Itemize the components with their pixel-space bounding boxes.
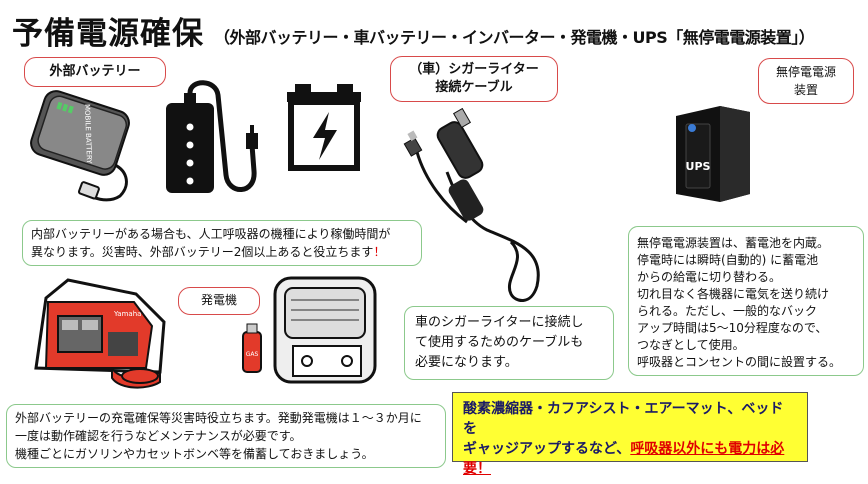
exclamation-mark: ！ xyxy=(373,245,386,259)
generator-image: Yamaha xyxy=(34,278,166,389)
page-subtitle: （外部バッテリー・車バッテリー・インバーター・発電機・UPS「無停電電源装置」） xyxy=(214,28,815,47)
ups-image: UPS xyxy=(676,106,750,202)
car-battery-icon xyxy=(287,84,361,171)
note-line: て使用するためのケーブルも xyxy=(415,335,584,350)
note-line: からの給電に切り替わる。 xyxy=(637,270,782,284)
callout-external-battery: 外部バッテリー xyxy=(24,57,166,87)
callout-label: 装置 xyxy=(793,83,818,97)
note-line: 呼吸器とコンセントの間に設置する。 xyxy=(637,355,842,369)
note-line: 停電時には瞬時(自動的) に蓄電池 xyxy=(637,253,819,267)
note-ups: 無停電電源装置は、蓄電池を内蔵。 停電時には瞬時(自動的) に蓄電池 からの給電… xyxy=(628,226,864,376)
callout-label: （車）シガーライター xyxy=(409,62,539,77)
note-line: 必要になります。 xyxy=(415,355,518,370)
inverter-generator-image: GAS xyxy=(242,276,377,384)
note-line: 外部バッテリーの充電確保等災害時役立ちます。発動発電機は１～３か月に xyxy=(15,411,422,425)
note-cigar-cable: 車のシガーライターに接続し て使用するためのケーブルも 必要になります。 xyxy=(404,306,614,380)
callout-label: 接続ケーブル xyxy=(435,80,513,95)
battery-brand-text: MOBILE BATTERY xyxy=(83,104,93,165)
callout-ups: 無停電電源 装置 xyxy=(758,58,854,104)
note-line: 無停電電源装置は、蓄電池を内蔵。 xyxy=(637,236,830,250)
note-line: 機種ごとにガソリンやカセットボンベ等を備蓄しておきましょう。 xyxy=(15,447,374,461)
highlight-line: 酸素濃縮器・カフアシスト・エアーマット、ベッドを xyxy=(463,401,784,437)
highlight-box: 酸素濃縮器・カフアシスト・エアーマット、ベッドを ギャッジアップするなど、呼吸器… xyxy=(452,392,808,477)
note-battery: 内部バッテリーがある場合も、人工呼吸器の機種により稼働時間が 異なります。災害時… xyxy=(22,220,422,266)
note-line: られる。ただし、一般的なバック xyxy=(637,304,818,318)
power-bank-icon xyxy=(166,80,258,193)
callout-generator: 発電機 xyxy=(178,287,260,315)
callout-cigar-cable: （車）シガーライター 接続ケーブル xyxy=(390,56,558,102)
note-text: 異なります。災害時、外部バッテリー2個以上あると役立ちます xyxy=(31,245,374,259)
highlight-text: ギャッジアップするなど、 xyxy=(463,441,631,457)
note-line: 一度は動作確認を行うなどメンテナンスが必要です。 xyxy=(15,429,302,443)
highlight-emphasis: 呼吸器以外にも電力は必要！ xyxy=(463,441,785,477)
callout-label: 無停電電源 xyxy=(775,65,836,79)
note-line: 車のシガーライターに接続し xyxy=(415,315,584,330)
note-line: つなぎとして使用。 xyxy=(637,338,745,352)
callout-label: 外部バッテリー xyxy=(49,64,141,79)
note-line: アップ時間は5～10分程度なので、 xyxy=(637,321,828,335)
ups-label-text: UPS xyxy=(686,160,711,173)
page-title: 予備電源確保 xyxy=(12,16,204,52)
note-line: 異なります。災害時、外部バッテリー2個以上あると役立ちます！ xyxy=(31,243,413,261)
mobile-battery-image: MOBILE BATTERY xyxy=(30,90,130,202)
highlight-line: ギャッジアップするなど、呼吸器以外にも電力は必要！ xyxy=(463,439,797,479)
cigar-cable-image xyxy=(403,107,540,302)
note-line: 切れ目なく各機器に電気を送り続け xyxy=(637,287,830,301)
callout-label: 発電機 xyxy=(200,293,237,307)
note-generator: 外部バッテリーの充電確保等災害時役立ちます。発動発電機は１～３か月に 一度は動作… xyxy=(6,404,446,468)
gas-can-label: GAS xyxy=(246,351,259,358)
generator-brand-text: Yamaha xyxy=(113,310,141,318)
note-line: 内部バッテリーがある場合も、人工呼吸器の機種により稼働時間が xyxy=(31,227,391,241)
